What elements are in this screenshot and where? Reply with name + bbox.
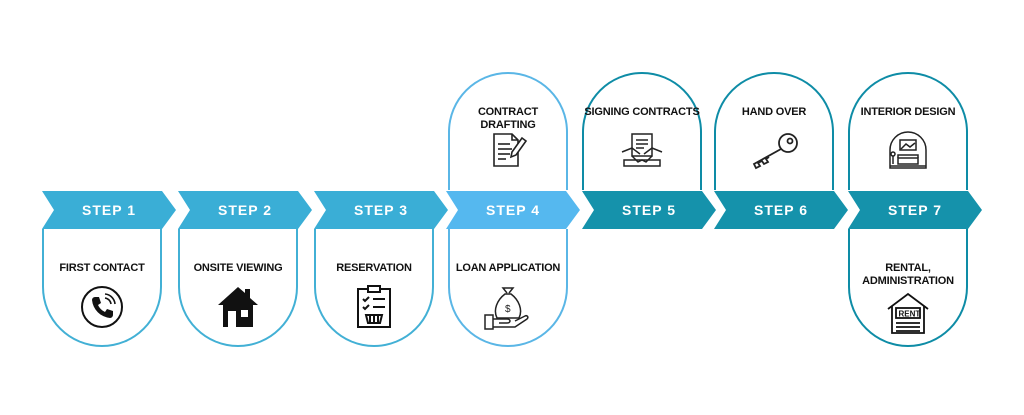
step-banner-6: STEP 6	[714, 191, 848, 229]
card-loan-application: LOAN APPLICATION $	[448, 229, 568, 347]
step-banner-1: STEP 1	[42, 191, 176, 229]
step-label: STEP 3	[354, 202, 408, 218]
card-first-contact: FIRST CONTACT	[42, 229, 162, 347]
svg-text:RENT: RENT	[899, 310, 921, 319]
money-bag-hand-icon: $	[483, 285, 533, 338]
phone-icon	[80, 285, 124, 334]
step-label: STEP 4	[486, 202, 540, 218]
card-interior-design: INTERIOR DESIGN	[848, 72, 968, 190]
task-label-first-contact: FIRST CONTACT	[59, 262, 145, 274]
house-icon	[216, 285, 260, 334]
svg-text:$: $	[505, 304, 511, 315]
task-label-loan-application: LOAN APPLICATION	[455, 262, 561, 274]
step-banner-3: STEP 3	[314, 191, 448, 229]
handshake-contract-icon	[620, 130, 664, 175]
task-label-reservation: RESERVATION	[336, 262, 412, 274]
document-pen-icon	[488, 130, 528, 175]
step-label: STEP 2	[218, 202, 272, 218]
task-label-hand-over: HAND OVER	[741, 106, 807, 118]
task-label-signing-contracts: SIGNING CONTRACTS	[584, 106, 700, 118]
card-rental-administration: RENTAL, ADMINISTRATION RENT	[848, 229, 968, 347]
card-reservation: RESERVATION	[314, 229, 434, 347]
card-signing-contracts: SIGNING CONTRACTS	[582, 72, 702, 190]
card-contract-drafting: CONTRACT DRAFTING	[448, 72, 568, 190]
task-label-rental-administration: RENTAL, ADMINISTRATION	[862, 262, 954, 287]
step-label: STEP 1	[82, 202, 136, 218]
card-onsite-viewing: ONSITE VIEWING	[178, 229, 298, 347]
step-banner-2: STEP 2	[178, 191, 312, 229]
key-icon	[748, 130, 800, 175]
step-label: STEP 7	[888, 202, 942, 218]
step-label: STEP 5	[622, 202, 676, 218]
step-banner-7: STEP 7	[848, 191, 982, 229]
interior-room-icon	[886, 130, 930, 175]
checklist-icon	[354, 285, 394, 334]
rent-house-icon: RENT	[886, 291, 930, 340]
step-banner-5: STEP 5	[582, 191, 716, 229]
task-label-onsite-viewing: ONSITE VIEWING	[193, 262, 283, 274]
step-banner-4: STEP 4	[446, 191, 580, 229]
card-hand-over: HAND OVER	[714, 72, 834, 190]
task-label-interior-design: INTERIOR DESIGN	[860, 106, 956, 118]
task-label-contract-drafting: CONTRACT DRAFTING	[477, 106, 539, 131]
step-label: STEP 6	[754, 202, 808, 218]
